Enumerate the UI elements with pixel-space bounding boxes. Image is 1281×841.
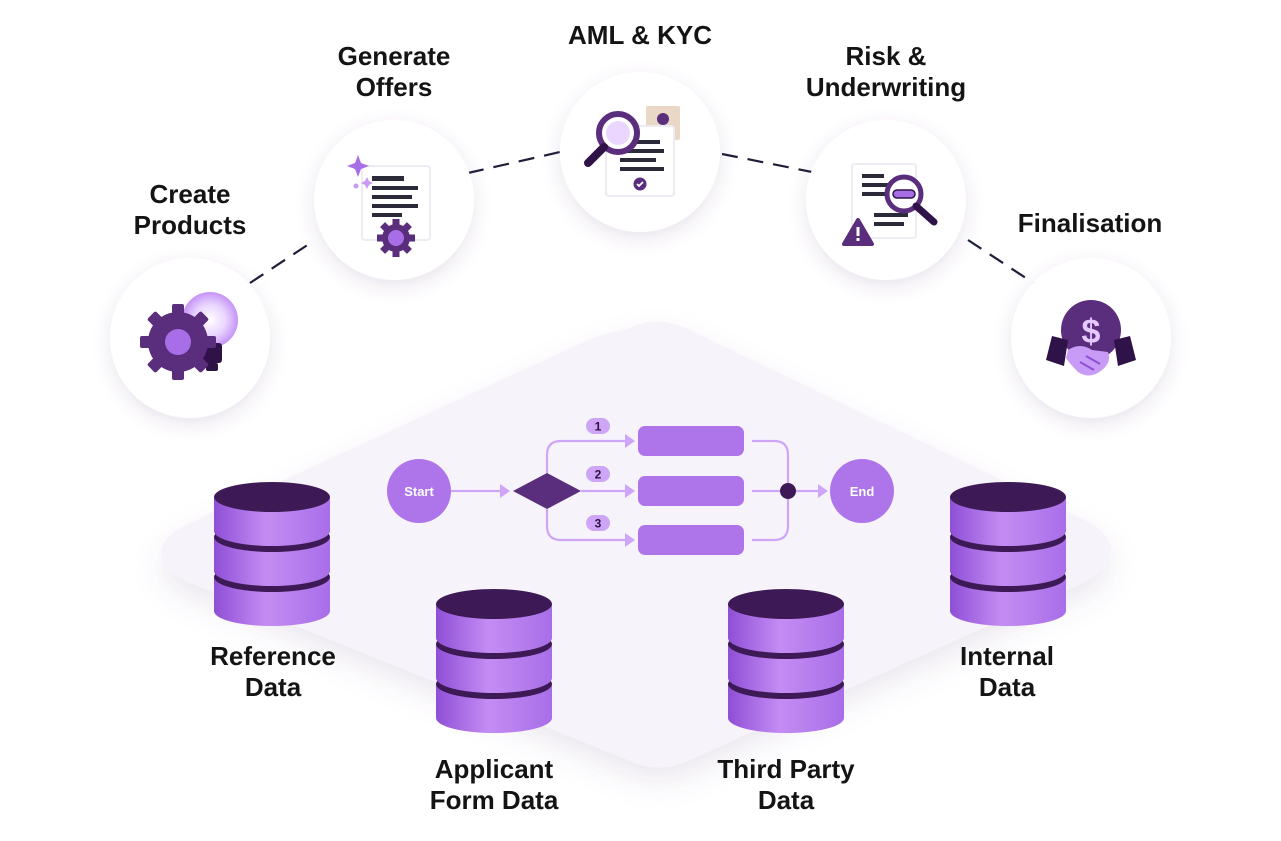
database-segment-top — [436, 589, 552, 619]
svg-text:$: $ — [1082, 313, 1101, 351]
process-flowchart: Start 1 2 3 End — [387, 418, 894, 555]
stage-finalisation[interactable]: $ — [1011, 258, 1171, 418]
database-segment-top — [214, 482, 330, 512]
branch-number-3: 3 — [595, 517, 602, 531]
database-icon-internal-data — [950, 482, 1066, 626]
magnifier-id-document-icon — [584, 106, 680, 197]
end-node: End — [830, 459, 894, 523]
branch-badges: 1 2 3 — [586, 418, 610, 531]
end-label: End — [850, 484, 875, 499]
stage-connector — [249, 150, 1036, 285]
merge-point — [780, 483, 796, 499]
handshake-dollar-icon: $ — [1046, 300, 1136, 376]
document-gear-icon — [347, 155, 431, 257]
database-icon-third-party-data — [728, 589, 844, 733]
database-icon-reference-data — [214, 482, 330, 626]
stage-label-finalisation: Finalisation — [1017, 208, 1163, 238]
stage-label-risk-underwriting: Risk &Underwriting — [805, 41, 967, 102]
branch-box-3 — [638, 525, 744, 555]
branch-number-2: 2 — [595, 468, 602, 482]
branch-number-1: 1 — [595, 420, 602, 434]
stage-generate-offers[interactable] — [314, 120, 474, 280]
stage-aml-kyc[interactable] — [560, 72, 720, 232]
gear-lightbulb-icon — [140, 292, 238, 380]
data-source-cylinders — [214, 482, 1066, 733]
decision-diamond — [513, 473, 581, 509]
data-platform — [161, 321, 1112, 768]
branch-box-2 — [638, 476, 744, 506]
database-segment-top — [728, 589, 844, 619]
branch-boxes — [638, 426, 744, 555]
start-node: Start — [387, 459, 451, 523]
database-segment-top — [950, 482, 1066, 512]
stage-create-products[interactable] — [110, 258, 270, 418]
start-label: Start — [404, 484, 434, 499]
stage-risk-underwriting[interactable] — [806, 120, 966, 280]
database-icon-applicant-form-data — [436, 589, 552, 733]
branch-box-1 — [638, 426, 744, 456]
stage-label-aml-kyc: AML & KYC — [568, 20, 712, 50]
document-warning-magnifier-icon — [842, 163, 938, 246]
